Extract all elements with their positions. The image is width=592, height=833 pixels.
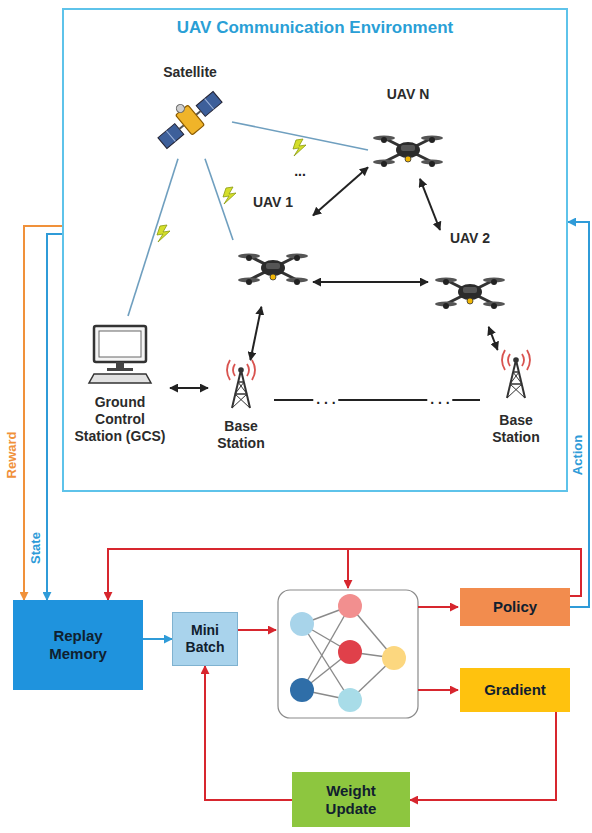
box-label: Mini Batch bbox=[177, 622, 233, 656]
connector bbox=[128, 159, 178, 316]
connector bbox=[24, 226, 62, 600]
connector bbox=[205, 666, 292, 800]
network-arrows bbox=[238, 549, 458, 690]
connector bbox=[489, 327, 498, 350]
connector bbox=[250, 307, 261, 360]
connector bbox=[313, 167, 368, 215]
box-label: Gradient bbox=[484, 681, 546, 699]
tower-icon bbox=[502, 350, 530, 398]
satellite-icon bbox=[150, 82, 226, 153]
batch-box: Mini Batch bbox=[172, 612, 238, 666]
drone-icon bbox=[373, 136, 443, 168]
uav-node: UAV N bbox=[368, 86, 448, 179]
node-label: Base Station bbox=[480, 412, 552, 446]
signal-label: Reward bbox=[5, 432, 19, 479]
connector bbox=[143, 638, 172, 640]
wireless-bolt bbox=[157, 225, 170, 242]
tower-icon bbox=[227, 360, 255, 408]
node-label: UAV N bbox=[387, 86, 430, 103]
drone-icon bbox=[238, 254, 308, 286]
node-label: UAV 1 bbox=[253, 194, 293, 211]
memory-box: Replay Memory bbox=[13, 600, 143, 690]
signal-label: Action bbox=[571, 435, 585, 475]
connector bbox=[170, 387, 208, 389]
node-label: Ground Control Station (GCS) bbox=[70, 394, 170, 444]
base-station-node: Base Station bbox=[208, 360, 274, 452]
box-label: Policy bbox=[493, 598, 537, 616]
ellipsis-mark: . . . bbox=[427, 392, 452, 407]
wireless-bolt bbox=[223, 187, 236, 204]
box-label: Replay Memory bbox=[38, 627, 118, 663]
wireless-bolt bbox=[293, 139, 306, 156]
connector bbox=[47, 234, 62, 600]
node-label: Base Station bbox=[208, 418, 274, 452]
uav-node: UAV 1 bbox=[233, 194, 313, 307]
node-label: Satellite bbox=[163, 64, 217, 81]
update-box: Weight Update bbox=[292, 772, 410, 827]
ellipsis-mark: . . . bbox=[313, 392, 338, 407]
connector bbox=[410, 712, 556, 800]
signal-label: State bbox=[29, 532, 43, 564]
drone-icon bbox=[435, 278, 505, 310]
connector bbox=[232, 122, 368, 150]
connector bbox=[313, 281, 428, 283]
gradient-box: Gradient bbox=[460, 668, 570, 712]
connector bbox=[420, 179, 440, 230]
policy-box: Policy bbox=[460, 588, 570, 626]
satellite-node: Satellite bbox=[148, 64, 232, 159]
computer-icon bbox=[89, 326, 151, 383]
neural-network bbox=[278, 590, 418, 718]
ground-station-node: Ground Control Station (GCS) bbox=[70, 316, 170, 444]
uav-node: UAV 2 bbox=[428, 230, 512, 327]
panel-title: UAV Communication Environment bbox=[177, 18, 453, 38]
connector bbox=[205, 159, 233, 240]
environment-panel: UAV Communication EnvironmentSatelliteUA… bbox=[62, 8, 568, 492]
box-label: Weight Update bbox=[311, 782, 391, 818]
base-station-node: Base Station bbox=[480, 350, 552, 446]
ellipsis-mark: ... bbox=[291, 164, 309, 179]
node-label: UAV 2 bbox=[450, 230, 490, 247]
